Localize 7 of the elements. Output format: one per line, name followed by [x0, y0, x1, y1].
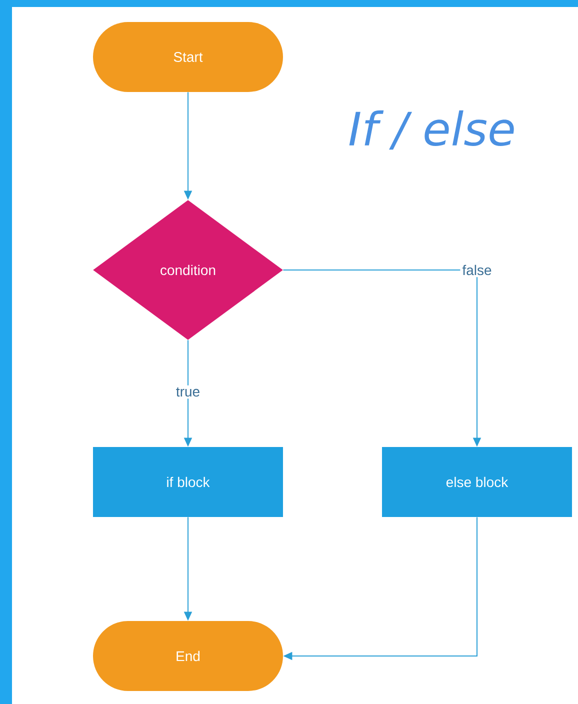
title: If / else — [349, 110, 514, 150]
edge-label: false — [460, 262, 494, 278]
process-box: if block — [93, 447, 283, 517]
end-terminal: End — [93, 621, 283, 691]
edge-label: true — [174, 385, 202, 399]
process-box: else block — [382, 447, 572, 517]
start-terminal: Start — [93, 22, 283, 92]
